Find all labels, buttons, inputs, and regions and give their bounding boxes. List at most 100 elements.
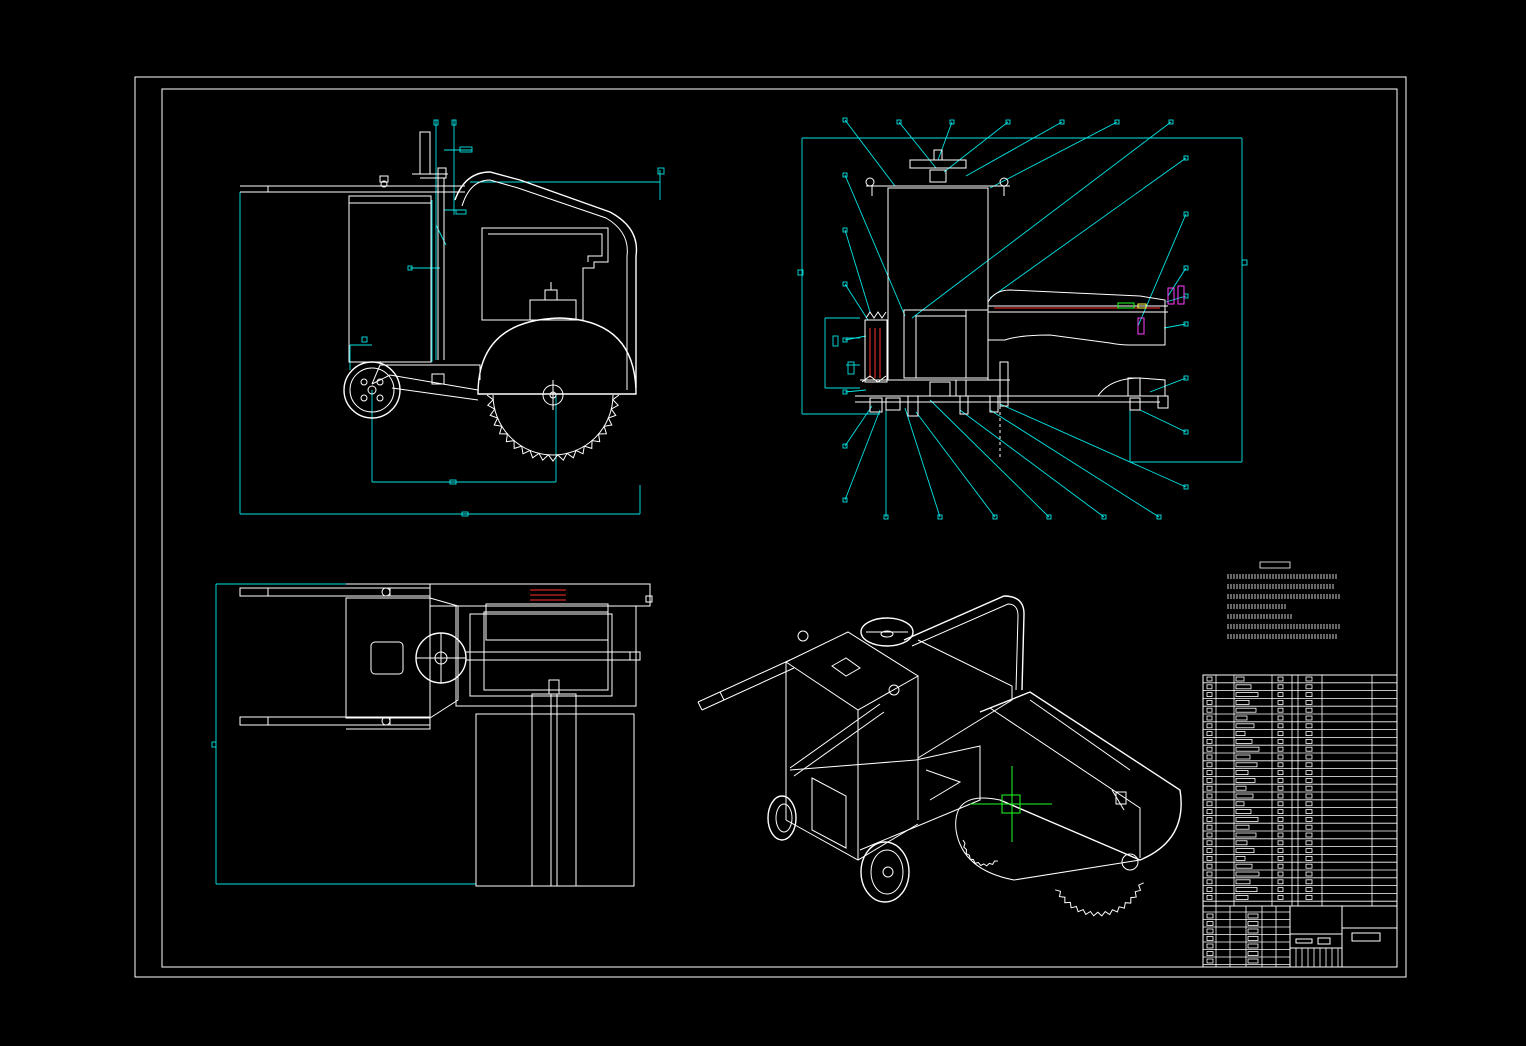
parts-cell-number	[1206, 715, 1213, 721]
leader-line-13	[1149, 377, 1187, 393]
parts-cell-name	[1235, 832, 1257, 838]
parts-cell-qty	[1277, 809, 1284, 814]
leader-tag-21	[883, 514, 889, 520]
title-cell	[1247, 921, 1259, 926]
leader-tag-24	[842, 389, 848, 395]
leader-line-17	[959, 409, 1105, 518]
saw-blade	[486, 394, 620, 462]
parts-cell-material	[1305, 817, 1313, 822]
parts-cell-qty	[1277, 895, 1284, 900]
leader-tag-13	[1183, 375, 1189, 381]
leader-line-7	[911, 121, 1172, 319]
parts-cell-material	[1305, 879, 1313, 885]
leader-tag-1	[842, 117, 848, 123]
leader-tag-17	[1101, 514, 1107, 520]
parts-cell-number	[1206, 887, 1213, 892]
parts-cell-material	[1305, 856, 1313, 861]
title-block	[1203, 905, 1397, 967]
parts-cell-qty	[1277, 871, 1284, 877]
leader-line-28	[844, 174, 906, 317]
leader-line-15	[999, 403, 1187, 488]
parts-cell-material	[1305, 832, 1313, 838]
parts-cell-material	[1305, 676, 1313, 682]
parts-cell-qty	[1277, 863, 1284, 869]
parts-cell-qty	[1277, 824, 1284, 830]
parts-cell-material	[1305, 895, 1313, 900]
parts-cell-qty	[1277, 801, 1284, 807]
parts-cell-number	[1206, 871, 1213, 877]
leader-line-14	[1139, 409, 1187, 433]
parts-cell-number	[1206, 700, 1213, 705]
leader-tag-16	[1156, 514, 1162, 520]
leader-line-1	[844, 119, 896, 187]
leader-tag-25	[842, 337, 848, 343]
parts-cell-qty	[1277, 770, 1284, 775]
center-mark	[970, 766, 1052, 842]
title-cell	[1247, 913, 1259, 919]
parts-cell-material	[1305, 824, 1313, 830]
parts-cell-name	[1235, 863, 1253, 869]
parts-cell-name	[1235, 707, 1257, 713]
title-cell	[1247, 936, 1259, 941]
iso-saw-blade	[962, 839, 1144, 917]
leader-line-3	[937, 121, 953, 161]
parts-cell-name	[1235, 723, 1255, 729]
leader-line-11	[1165, 295, 1187, 303]
leader-tag-14	[1183, 429, 1189, 435]
parts-cell-material	[1305, 801, 1313, 807]
parts-cell-material	[1305, 840, 1313, 846]
iso-blade-teeth-rear	[962, 839, 998, 867]
parts-cell-number	[1206, 793, 1213, 799]
parts-cell-name	[1235, 856, 1246, 861]
parts-cell-qty	[1277, 778, 1284, 783]
parts-cell-number	[1206, 707, 1213, 713]
leader-line-27	[844, 229, 871, 313]
leader-tag-4	[1005, 119, 1011, 125]
leader-line-25	[844, 335, 867, 341]
parts-cell-material	[1305, 754, 1313, 760]
leader-line-19	[915, 411, 996, 518]
title-cell	[1206, 921, 1214, 926]
parts-cell-qty	[1277, 723, 1284, 729]
leader-tag-2	[896, 119, 902, 125]
parts-cell-qty	[1277, 793, 1284, 799]
parts-cell-number	[1206, 692, 1213, 697]
leader-tag-18	[1046, 514, 1052, 520]
leader-tag-19	[992, 514, 998, 520]
leader-tag-22	[842, 497, 848, 503]
leader-tag-20	[937, 514, 943, 520]
title-cell	[1206, 936, 1214, 941]
parts-cell-number	[1206, 676, 1213, 682]
parts-cell-name	[1235, 895, 1249, 900]
parts-cell-material	[1305, 770, 1313, 775]
parts-cell-number	[1206, 754, 1213, 760]
leader-line-9	[1137, 213, 1187, 327]
parts-cell-name	[1235, 801, 1245, 807]
parts-cell-material	[1305, 684, 1313, 690]
leader-tag-5	[1059, 119, 1065, 125]
parts-cell-qty	[1277, 715, 1284, 721]
parts-cell-material	[1305, 731, 1313, 736]
parts-cell-name	[1235, 793, 1254, 799]
parts-cell-number	[1206, 895, 1213, 900]
parts-cell-number	[1206, 723, 1213, 729]
leader-line-22	[844, 409, 881, 501]
leader-line-10	[1167, 267, 1187, 297]
parts-cell-qty	[1277, 848, 1284, 853]
section-view	[797, 117, 1248, 520]
parts-list-table	[1202, 674, 1398, 968]
title-cell	[1247, 958, 1259, 964]
parts-cell-name	[1235, 809, 1252, 814]
parts-cell-material	[1305, 723, 1313, 729]
parts-cell-material	[1305, 762, 1313, 768]
parts-cell-qty	[1277, 762, 1284, 768]
leader-line-5	[965, 121, 1063, 177]
parts-cell-number	[1206, 832, 1213, 838]
side-view-dimensions	[239, 119, 665, 517]
side-view	[239, 119, 665, 517]
parts-cell-name	[1235, 817, 1259, 822]
leader-tag-23	[842, 443, 848, 449]
parts-cell-name	[1235, 739, 1253, 744]
leader-tag-12	[1183, 321, 1189, 327]
parts-cell-name	[1235, 887, 1258, 892]
